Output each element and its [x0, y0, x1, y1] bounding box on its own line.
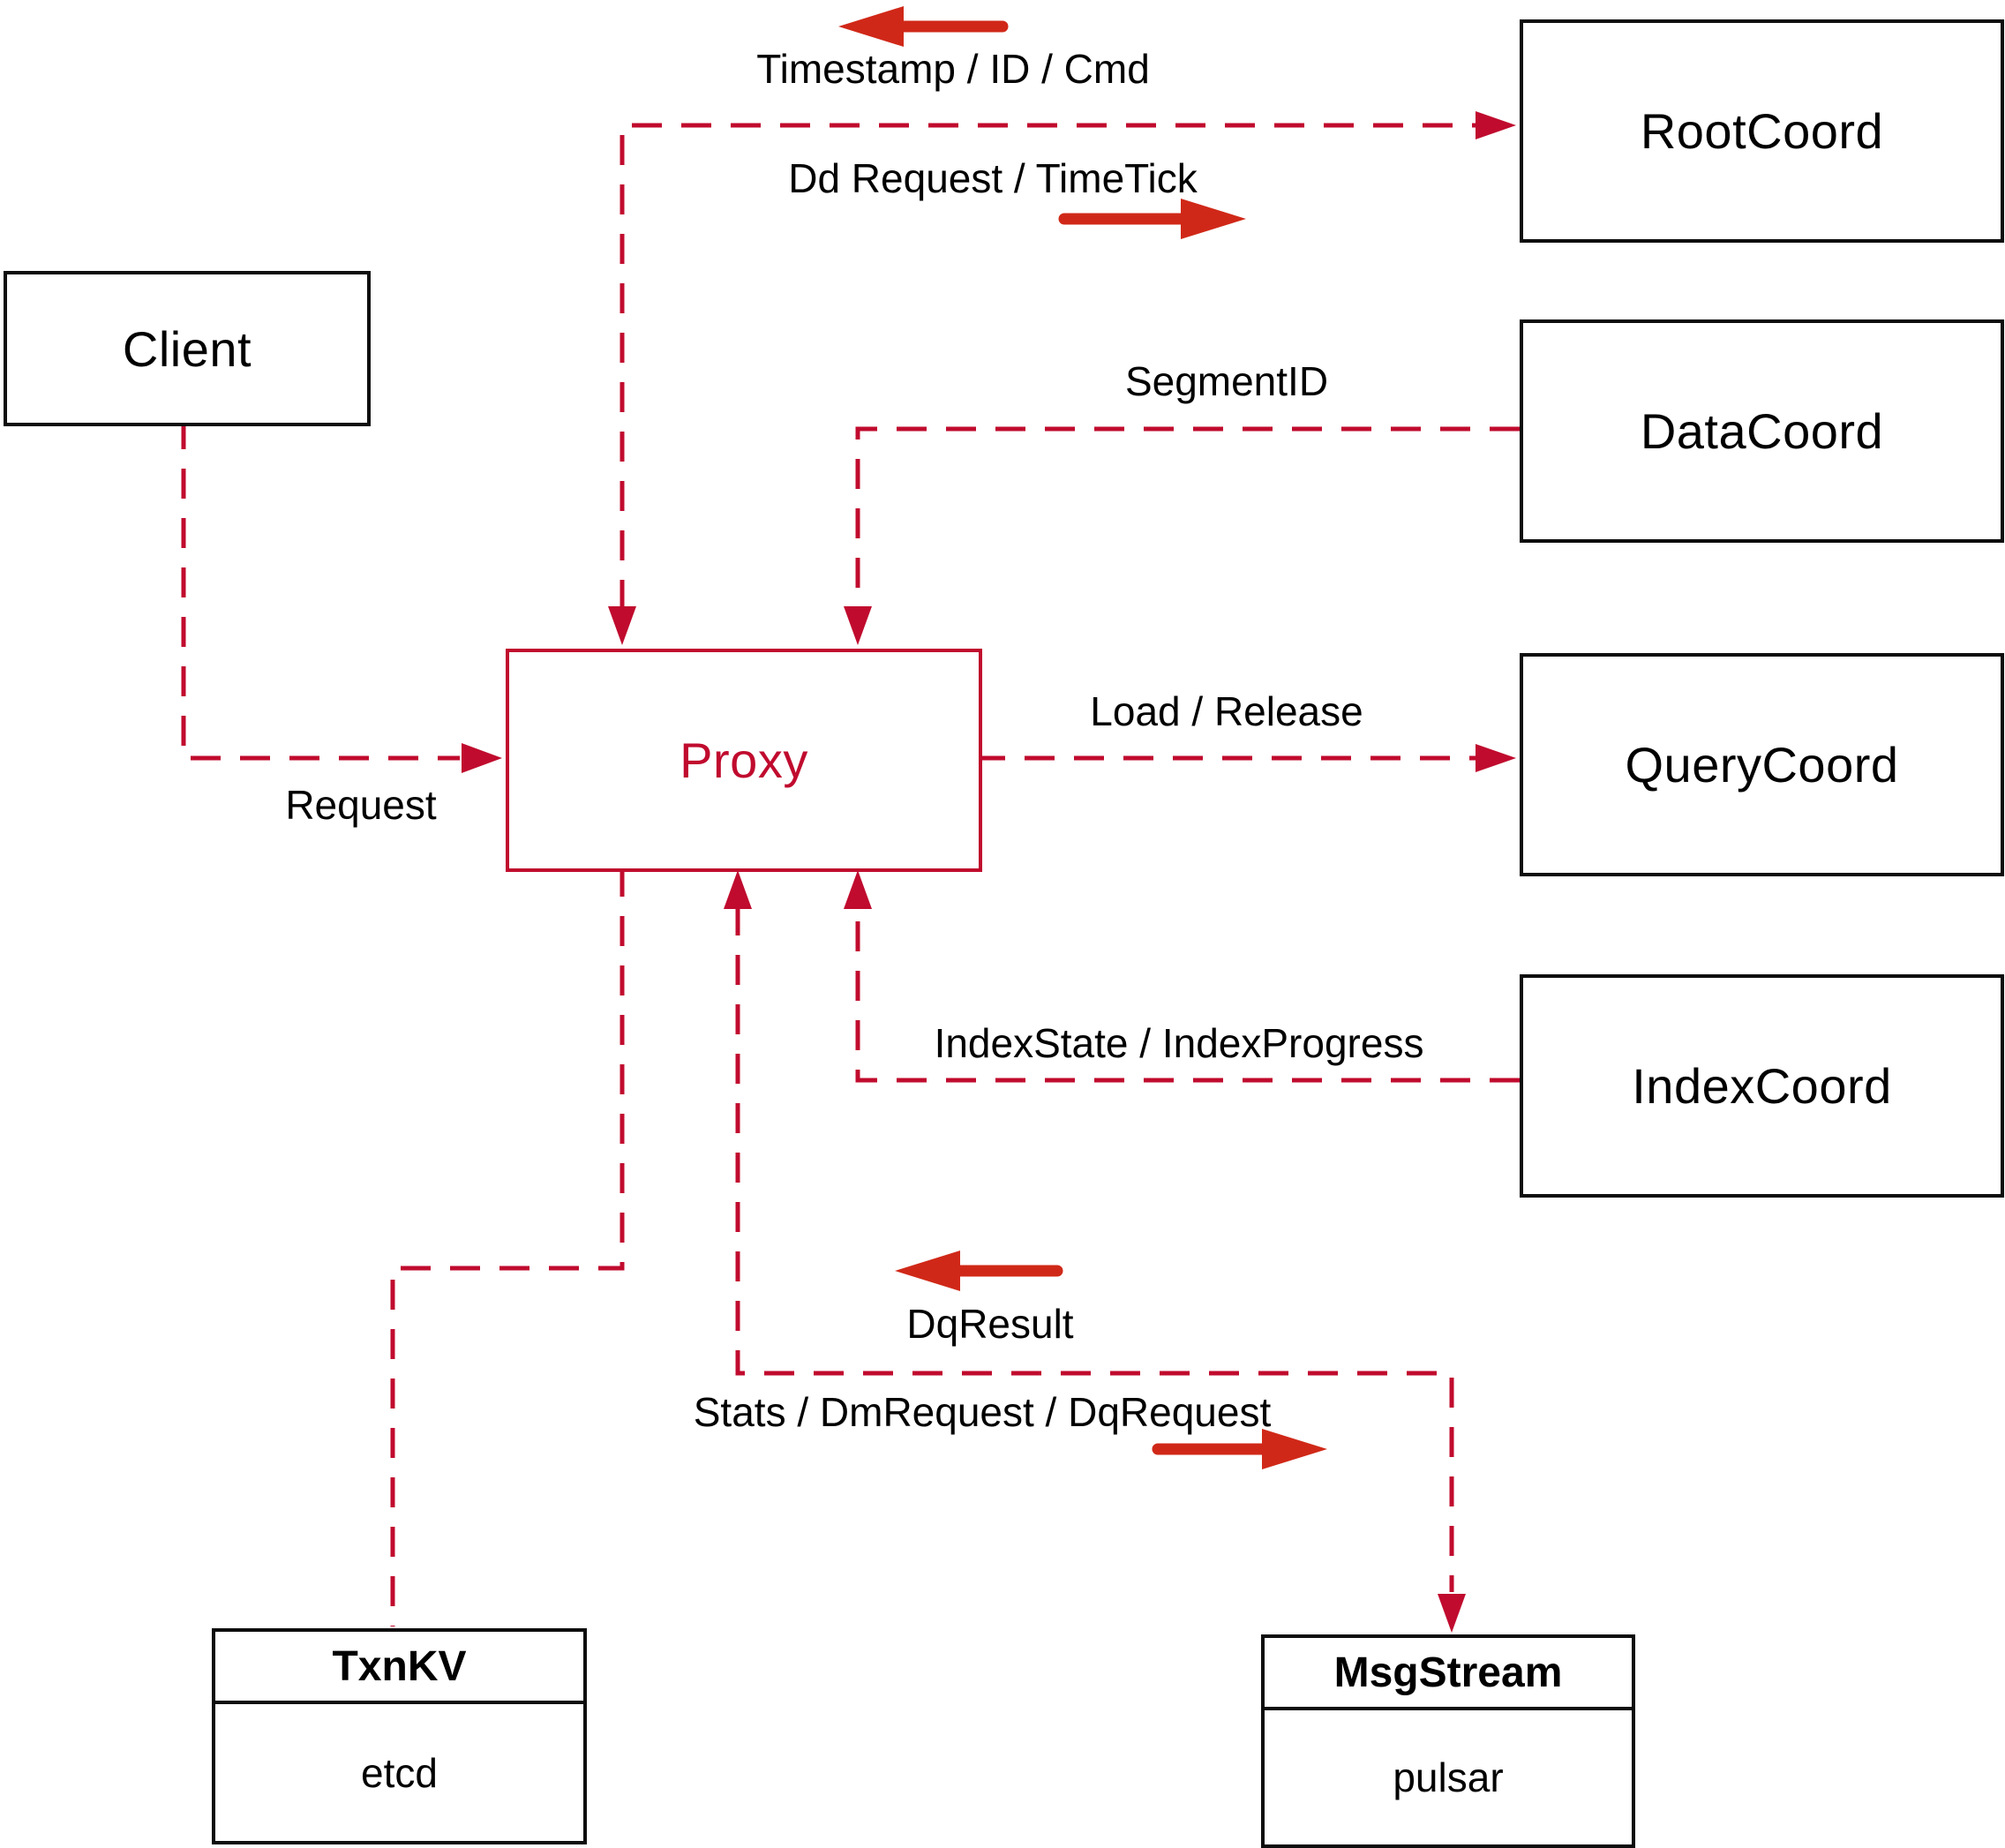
node-querycoord: QueryCoord	[1520, 653, 2004, 876]
edge-proxy-querycoord-arrowhead-icon	[1476, 744, 1516, 772]
edge-label-load-release: Load / Release	[1090, 688, 1363, 734]
node-client-label: Client	[122, 320, 252, 377]
edge-proxy-rootcoord	[620, 123, 1476, 610]
edge-client-proxy	[181, 419, 460, 761]
edge-label-stats-dmrequest-dqrequest: Stats / DmRequest / DqRequest	[693, 1389, 1272, 1435]
node-txnkv-title: TxnKV	[215, 1632, 583, 1704]
dd-request-direction-right-arrow-icon	[1058, 199, 1246, 239]
edge-proxy-msgstream	[735, 905, 1454, 1592]
edge-proxy-msgstream-arrowhead-icon	[1438, 1594, 1466, 1633]
dq-result-direction-left-arrow-icon	[895, 1251, 1063, 1291]
node-txnkv-subtitle: etcd	[361, 1749, 438, 1796]
edge-proxy-txnkv	[390, 867, 625, 1626]
edge-datacoord-proxy-arrowhead-icon	[844, 606, 872, 645]
node-querycoord-label: QueryCoord	[1625, 737, 1899, 793]
edge-label-dd-request-timetick: Dd Request / TimeTick	[788, 155, 1198, 201]
edge-client-proxy-arrowhead-icon	[462, 743, 502, 773]
node-indexcoord: IndexCoord	[1520, 974, 2004, 1198]
node-msgstream-title: MsgStream	[1265, 1638, 1632, 1710]
edge-label-request: Request	[285, 782, 437, 828]
node-msgstream: MsgStream pulsar	[1261, 1634, 1635, 1848]
edge-label-segmentid: SegmentID	[1124, 358, 1329, 404]
edge-indexcoord-proxy-arrowhead-icon	[844, 870, 872, 909]
edge-proxy-rootcoord-arrowhead-icon	[1476, 111, 1516, 139]
node-rootcoord: RootCoord	[1520, 19, 2004, 243]
edge-msgstream-proxy-arrowhead-icon	[724, 870, 752, 909]
edge-rootcoord-proxy-arrowhead-icon	[608, 606, 636, 645]
node-indexcoord-label: IndexCoord	[1632, 1058, 1892, 1114]
edge-label-timestamp-id-cmd: Timestamp / ID / Cmd	[756, 46, 1150, 92]
node-proxy-label: Proxy	[680, 732, 808, 788]
timestamp-direction-left-arrow-icon	[838, 6, 1009, 47]
node-datacoord: DataCoord	[1520, 319, 2004, 543]
node-txnkv: TxnKV etcd	[212, 1628, 587, 1844]
node-msgstream-subtitle: pulsar	[1393, 1754, 1504, 1800]
node-datacoord-label: DataCoord	[1640, 403, 1884, 459]
node-client: Client	[4, 271, 371, 426]
node-rootcoord-label: RootCoord	[1640, 103, 1884, 159]
edge-indexcoord-proxy	[855, 905, 1520, 1083]
node-proxy: Proxy	[506, 649, 982, 872]
edge-label-dqresult: DqResult	[906, 1301, 1074, 1347]
edge-datacoord-proxy	[855, 426, 1520, 610]
stats-direction-right-arrow-icon	[1152, 1429, 1327, 1469]
edge-label-indexstate-indexprogress: IndexState / IndexProgress	[934, 1020, 1424, 1066]
